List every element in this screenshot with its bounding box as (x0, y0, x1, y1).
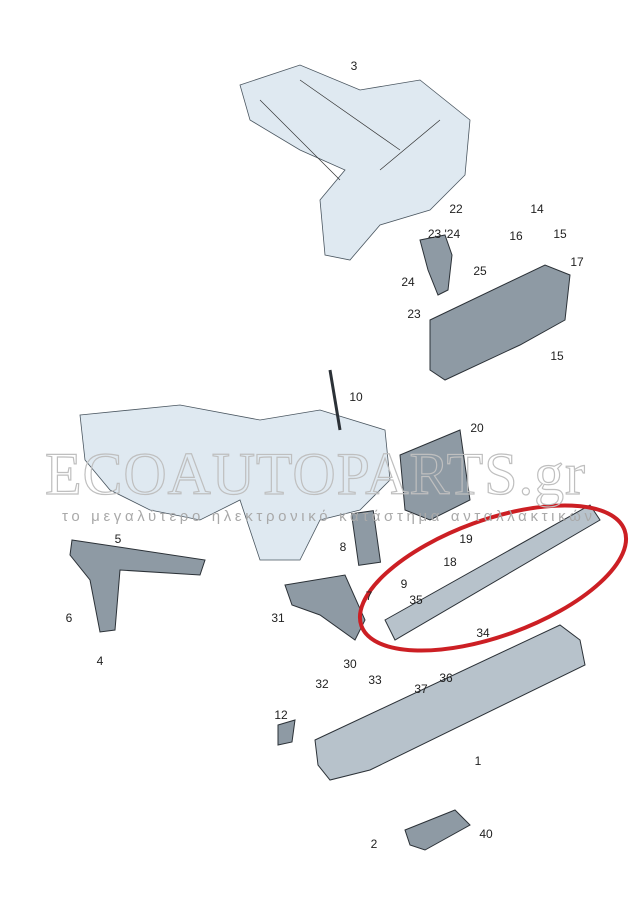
part-4-bracket (69, 539, 206, 633)
callout-22: 22 (449, 202, 463, 216)
callout-36: 36 (439, 671, 453, 685)
highlight-circle (357, 503, 629, 653)
callout-12: 12 (274, 708, 288, 722)
callout-14: 14 (530, 202, 544, 216)
callout-31: 31 (271, 611, 285, 625)
callout-25: 25 (473, 264, 487, 278)
callout-9: 9 (401, 577, 408, 591)
callout-8: 8 (340, 540, 347, 554)
callout-1: 1 (475, 754, 482, 768)
callout-10: 10 (349, 390, 363, 404)
callout-15a: 15 (553, 227, 567, 241)
callout-3: 3 (351, 59, 358, 73)
part-10-bolt (328, 369, 342, 431)
callout-32: 32 (315, 677, 329, 691)
part-34-absorber (384, 504, 601, 641)
upper-body-panel (239, 64, 471, 261)
callout-23_24: 23 '24 (428, 227, 461, 241)
part-22-bracket (419, 234, 453, 296)
callout-37: 37 (414, 682, 428, 696)
callout-16: 16 (509, 229, 523, 243)
watermark-tagline: το μεγαλύτερο ηλεκτρονικό κατάστημα αντα… (62, 508, 592, 525)
part-40-bracket (404, 809, 471, 851)
callout-17: 17 (570, 255, 584, 269)
callout-23: 23 (407, 307, 421, 321)
watermark-brand: ECOAUTOPARTS.gr (45, 441, 585, 507)
callout-15b: 15 (550, 349, 564, 363)
callout-40: 40 (479, 827, 493, 841)
part-14-plate (429, 264, 571, 381)
lower-body-panel (79, 404, 391, 561)
callout-19: 19 (459, 532, 473, 546)
part-1-bumper-beam (314, 624, 586, 781)
part-8 (350, 510, 382, 566)
callout-34: 34 (476, 626, 490, 640)
callout-33: 33 (368, 673, 382, 687)
callout-30: 30 (343, 657, 357, 671)
callout-4: 4 (97, 654, 104, 668)
callout-24: 24 (401, 275, 415, 289)
callout-2: 2 (371, 837, 378, 851)
callout-6: 6 (66, 611, 73, 625)
part-31-bracket (284, 574, 366, 641)
callout-5: 5 (115, 532, 122, 546)
callout-18: 18 (443, 555, 457, 569)
callout-7: 7 (366, 589, 373, 603)
callout-35: 35 (409, 593, 423, 607)
callout-20: 20 (470, 421, 484, 435)
body-ribs (259, 79, 441, 181)
part-12-cap (277, 719, 296, 746)
part-18-plate (399, 429, 471, 521)
